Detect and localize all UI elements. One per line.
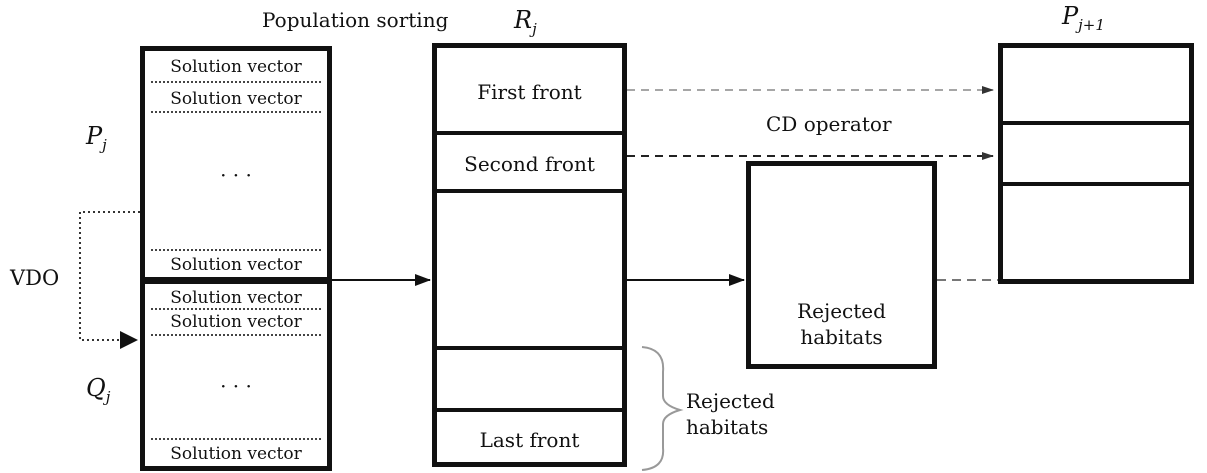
- second-front-label: Second front: [464, 152, 595, 176]
- rejected-habitats-brace-label: Rejected habitats: [686, 389, 775, 439]
- solution-vector-row: Solution vector: [170, 57, 302, 77]
- rejected-brace: [641, 346, 684, 471]
- row-divider: [151, 334, 321, 336]
- first-front-label: First front: [477, 80, 582, 104]
- solution-vector-row: Solution vector: [170, 312, 302, 332]
- row-divider: [151, 308, 321, 310]
- vdo-loop-line: [79, 211, 140, 341]
- solution-vector-row: Solution vector: [170, 288, 302, 308]
- row-divider: [151, 249, 321, 251]
- row-divider: [151, 438, 321, 440]
- row-divider: [151, 111, 321, 113]
- solution-vector-row: Solution vector: [170, 255, 302, 275]
- row-divider: [1003, 182, 1189, 186]
- ellipsis: · · ·: [220, 374, 252, 398]
- ellipsis: · · ·: [220, 163, 252, 187]
- population-sorting-label: Population sorting: [262, 8, 449, 32]
- qj-population-box: Solution vector Solution vector · · · So…: [140, 279, 332, 471]
- solution-vector-row: Solution vector: [170, 444, 302, 464]
- cd-operator-label: CD operator: [766, 112, 892, 136]
- pj1-next-population-box: [998, 43, 1194, 284]
- front-divider: [437, 408, 622, 412]
- solution-vector-row: Solution vector: [170, 89, 302, 109]
- front-divider: [437, 346, 622, 350]
- rj-label: Rj: [514, 6, 537, 38]
- last-front-label: Last front: [479, 428, 580, 452]
- pj-population-box: Solution vector Solution vector · · · So…: [140, 46, 332, 282]
- vdo-arrowhead: [120, 331, 138, 349]
- pj-label: Pj: [86, 122, 107, 154]
- rejected-habitats-text: Rejected habitats: [797, 299, 886, 349]
- row-divider: [151, 81, 321, 83]
- front-divider: [437, 189, 622, 193]
- vdo-label: VDO: [10, 266, 60, 290]
- rj-sorted-box: First front Second front Last front: [432, 43, 627, 467]
- rejected-habitats-box: Rejected habitats: [746, 161, 937, 369]
- pj1-label: Pj+1: [1062, 2, 1105, 34]
- qj-label: Qj: [86, 374, 111, 406]
- front-divider: [437, 131, 622, 135]
- row-divider: [1003, 121, 1189, 125]
